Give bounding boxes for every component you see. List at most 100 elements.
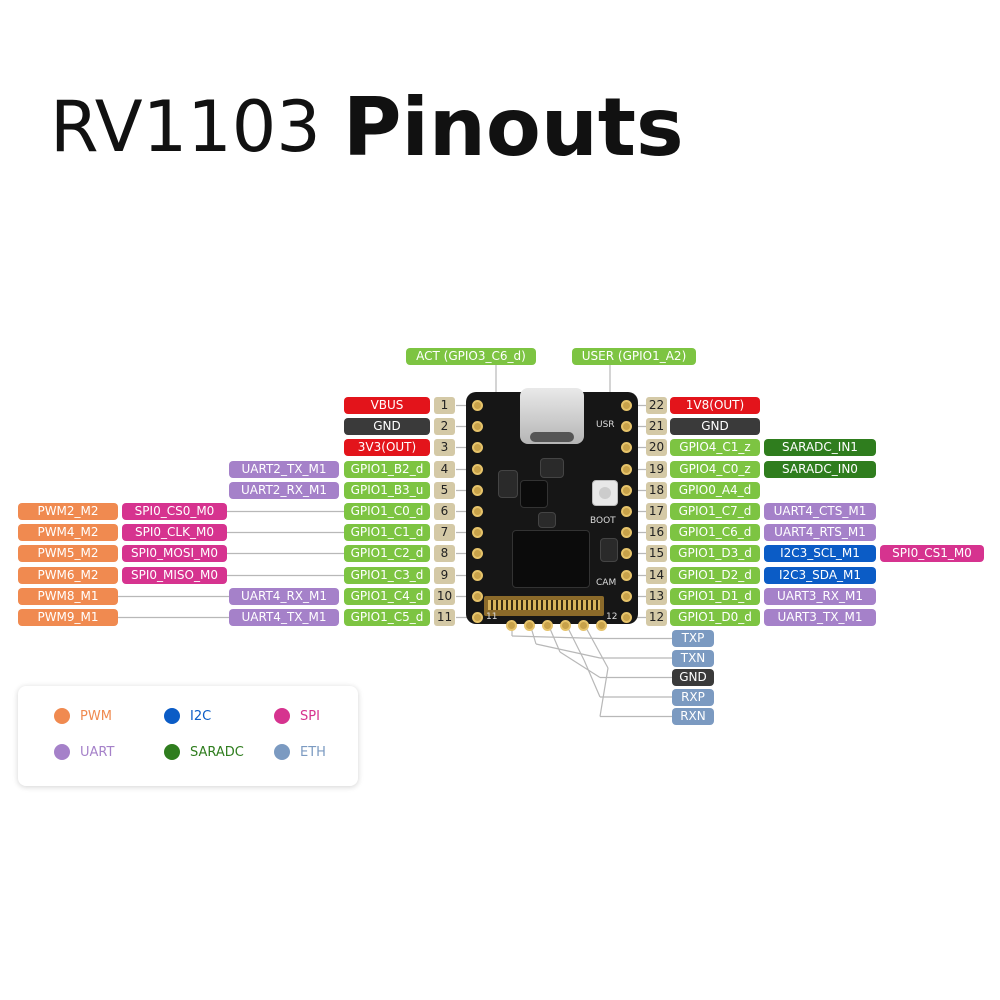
eth-pin-label: RXN bbox=[672, 708, 714, 725]
pin-number: 21 bbox=[646, 418, 667, 435]
connector-line bbox=[559, 651, 601, 679]
board-pad bbox=[472, 421, 483, 432]
connector-line bbox=[511, 635, 601, 640]
eth-pin-label: GND bbox=[672, 669, 714, 686]
board-pad bbox=[472, 506, 483, 517]
pin-name: GPIO1_C1_d bbox=[344, 524, 430, 541]
title-pinouts: Pinouts bbox=[342, 80, 684, 174]
legend-item: PWM bbox=[54, 706, 112, 726]
legend-item: SARADC bbox=[164, 742, 244, 762]
pin-number: 3 bbox=[434, 439, 455, 456]
board-pad bbox=[524, 620, 535, 631]
pin-name: GPIO1_C2_d bbox=[344, 545, 430, 562]
legend: PWM I2C SPI UART SARADC ETH bbox=[18, 686, 358, 786]
legend-label: I2C bbox=[190, 708, 212, 724]
pin-number: 9 bbox=[434, 567, 455, 584]
pin-number: 1 bbox=[434, 397, 455, 414]
pin-number: 11 bbox=[434, 609, 455, 626]
pin-name: 1V8(OUT) bbox=[670, 397, 760, 414]
pin-function: UART2_RX_M1 bbox=[229, 482, 339, 499]
connector-line bbox=[535, 643, 601, 659]
pin-function: SPI0_CS1_M0 bbox=[880, 545, 984, 562]
silk-cam: CAM bbox=[596, 578, 617, 588]
pin-name: GPIO1_D2_d bbox=[670, 567, 760, 584]
legend-item: SPI bbox=[274, 706, 320, 726]
legend-label: ETH bbox=[300, 744, 326, 760]
pin-number: 5 bbox=[434, 482, 455, 499]
board-pad bbox=[621, 442, 632, 453]
pin-function: PWM8_M1 bbox=[18, 588, 118, 605]
board-pad bbox=[596, 620, 607, 631]
legend-label: SPI bbox=[300, 708, 320, 724]
pin-function: UART4_CTS_M1 bbox=[764, 503, 876, 520]
title-chip-name: RV1103 bbox=[50, 86, 321, 168]
pin-name: GPIO4_C1_z bbox=[670, 439, 760, 456]
pin-number: 6 bbox=[434, 503, 455, 520]
pin-function: UART4_RX_M1 bbox=[229, 588, 339, 605]
board-pad bbox=[621, 612, 632, 623]
page-title: RV1103 Pinouts bbox=[50, 72, 684, 182]
pin-number: 18 bbox=[646, 482, 667, 499]
board-pad bbox=[621, 485, 632, 496]
silk-boot: BOOT bbox=[590, 516, 616, 526]
board-pad bbox=[621, 506, 632, 517]
pin-function: SPI0_MOSI_M0 bbox=[122, 545, 227, 562]
board-pad bbox=[472, 591, 483, 602]
pin-function: UART2_TX_M1 bbox=[229, 461, 339, 478]
legend-item: UART bbox=[54, 742, 114, 762]
legend-label: SARADC bbox=[190, 744, 244, 760]
usb-c-slot bbox=[530, 432, 574, 442]
legend-swatch bbox=[54, 708, 70, 724]
pin-function: UART3_RX_M1 bbox=[764, 588, 876, 605]
pin-function: SPI0_CS0_M0 bbox=[122, 503, 227, 520]
pin-number: 20 bbox=[646, 439, 667, 456]
pin-number: 10 bbox=[434, 588, 455, 605]
board-pad bbox=[621, 527, 632, 538]
pin-number: 8 bbox=[434, 545, 455, 562]
legend-label: PWM bbox=[80, 708, 112, 724]
pin-name: GPIO1_C5_d bbox=[344, 609, 430, 626]
pin-function: UART4_RTS_M1 bbox=[764, 524, 876, 541]
pin-function: UART3_TX_M1 bbox=[764, 609, 876, 626]
act-led-label: ACT (GPIO3_C6_d) bbox=[406, 348, 536, 365]
connector-line bbox=[599, 667, 609, 717]
board-pad bbox=[506, 620, 517, 631]
pin-function: SARADC_IN0 bbox=[764, 461, 876, 478]
board-component bbox=[540, 458, 564, 478]
pin-function: I2C3_SCL_M1 bbox=[764, 545, 876, 562]
board-pad bbox=[472, 548, 483, 559]
pin-name: GND bbox=[344, 418, 430, 435]
board-component bbox=[600, 538, 618, 562]
pin-name: GPIO1_C0_d bbox=[344, 503, 430, 520]
boot-button[interactable] bbox=[592, 480, 618, 506]
pin-name: GPIO4_C0_z bbox=[670, 461, 760, 478]
silk-pin12: 12 bbox=[606, 612, 618, 622]
pin-name: 3V3(OUT) bbox=[344, 439, 430, 456]
board-pad bbox=[472, 527, 483, 538]
connector-line bbox=[565, 623, 585, 661]
eth-pin-label: TXN bbox=[672, 649, 714, 667]
legend-swatch bbox=[164, 744, 180, 760]
pin-function: PWM2_M2 bbox=[18, 503, 118, 520]
pin-name: GPIO1_B3_u bbox=[344, 482, 430, 499]
eth-pin-label: RXP bbox=[672, 688, 714, 706]
board-pad bbox=[578, 620, 589, 631]
pin-function: SPI0_MISO_M0 bbox=[122, 567, 227, 584]
pin-function: PWM9_M1 bbox=[18, 609, 118, 626]
pin-name: GPIO0_A4_d bbox=[670, 482, 760, 499]
legend-swatch bbox=[274, 708, 290, 724]
board-pad bbox=[472, 485, 483, 496]
pin-number: 19 bbox=[646, 461, 667, 478]
board-pad bbox=[621, 464, 632, 475]
board-pad bbox=[542, 620, 553, 631]
pin-number: 12 bbox=[646, 609, 667, 626]
rv1103-soc-chip bbox=[512, 530, 590, 588]
pin-name: GPIO1_D3_d bbox=[670, 545, 760, 562]
board-pmic-chip bbox=[520, 480, 548, 508]
board-pad bbox=[472, 612, 483, 623]
pin-function: I2C3_SDA_M1 bbox=[764, 567, 876, 584]
board-pad bbox=[621, 400, 632, 411]
pin-function: PWM4_M2 bbox=[18, 524, 118, 541]
pin-function: PWM5_M2 bbox=[18, 545, 118, 562]
pin-number: 16 bbox=[646, 524, 667, 541]
